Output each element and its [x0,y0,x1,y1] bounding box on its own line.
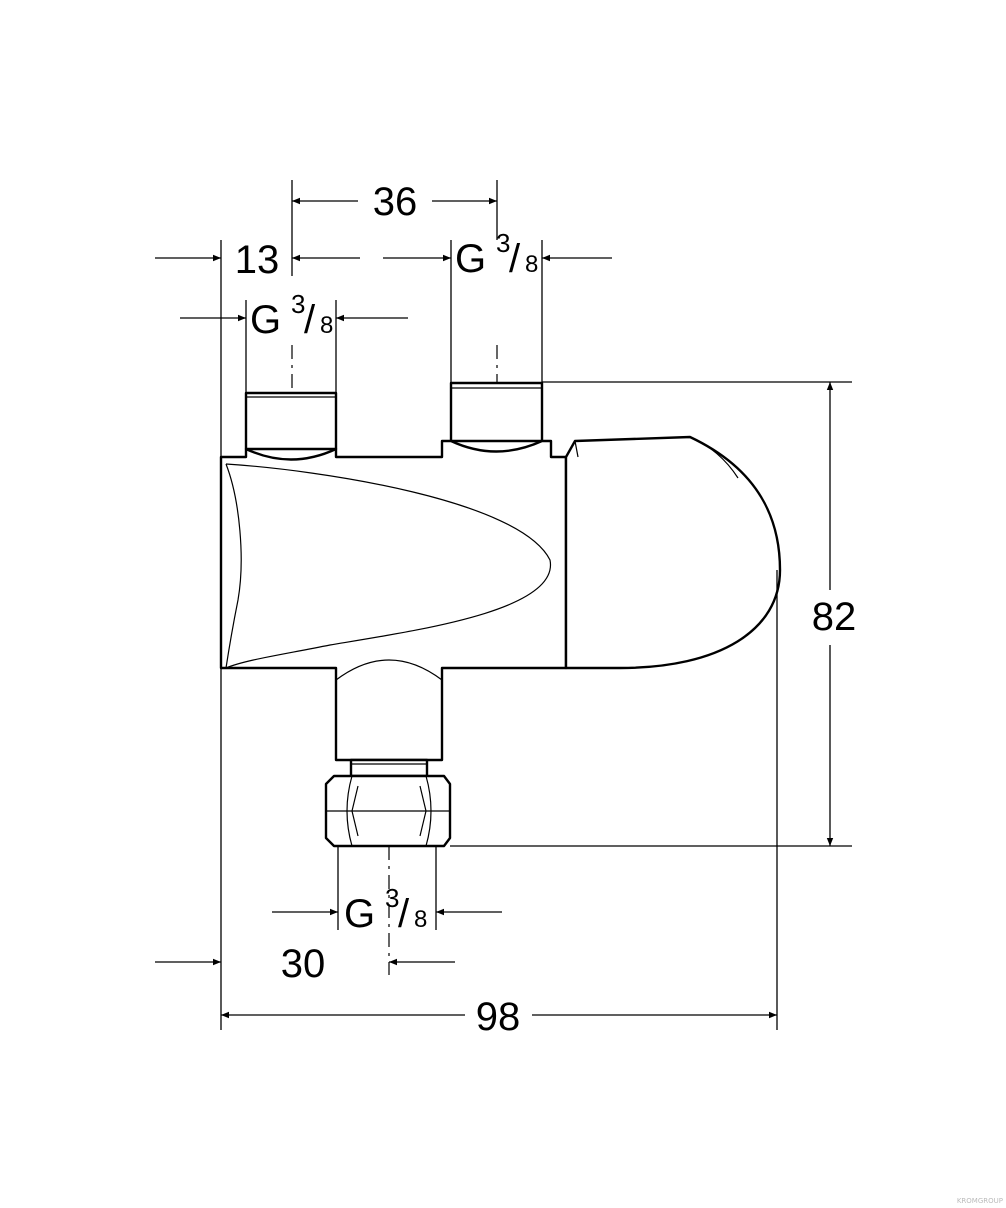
watermark: KROMGROUP [957,1197,1003,1205]
thread-letter: G [344,892,375,936]
thread-letter: G [250,298,281,342]
thread-numerator: 3 [291,289,305,319]
thread-slash: / [304,298,316,342]
thread-numerator: 3 [385,883,399,913]
thread-label-bottom: G 3 / 8 [344,883,427,936]
thread-slash: / [398,892,410,936]
thread-letter: G [455,237,486,281]
thread-denominator: 8 [320,312,333,339]
extension-lines [220,180,852,1030]
hex-nut [324,774,452,848]
thread-label-top-right: G 3 / 8 [455,228,538,281]
dim-98-label: 98 [476,995,521,1039]
dim-30-label: 30 [281,942,326,986]
thread-slash: / [509,237,521,281]
right-inlet-connector [449,381,544,456]
main-housing [219,439,568,762]
dim-13-label: 13 [235,238,280,282]
dimension-arrows [155,197,834,1019]
thread-denominator: 8 [414,906,427,933]
handle-cap [564,435,782,670]
valve-body [219,381,782,848]
thread-denominator: 8 [525,251,538,278]
thread-label-top-left: G 3 / 8 [250,289,333,342]
center-lines [291,345,498,975]
dim-36-label: 36 [373,180,418,224]
dim-82-label: 82 [812,595,857,639]
thread-numerator: 3 [496,228,510,258]
left-sweep [225,463,551,669]
